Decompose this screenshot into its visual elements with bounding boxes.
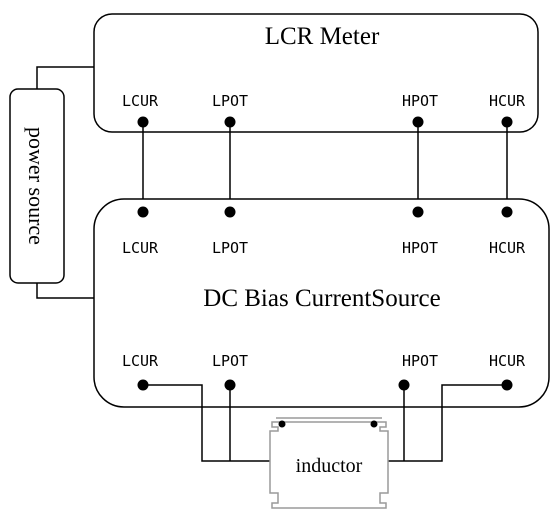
- bias-top-terminal-lcur: LCUR: [122, 239, 159, 257]
- dc-bias-box: [93, 198, 550, 408]
- power-wire-top: [36, 66, 94, 89]
- bias-top-dot-hcur: [501, 206, 513, 218]
- bias-top-terminal-lpot: LPOT: [212, 239, 248, 257]
- bias-bottom-terminal-lcur: LCUR: [122, 352, 159, 370]
- bias-top-terminal-hpot: HPOT: [402, 239, 438, 257]
- dc-bias-title: DC Bias CurrentSource: [203, 285, 440, 312]
- lcr-terminal-lcur: LCUR: [122, 92, 159, 110]
- wire-bottom-lcur: [143, 384, 270, 462]
- bias-top-dot-lpot: [224, 206, 236, 218]
- bias-top-terminal-hcur: HCUR: [489, 239, 526, 257]
- wire-bottom-hcur: [385, 384, 507, 462]
- inductor-component: [269, 417, 389, 509]
- bias-top-dot-lcur: [137, 206, 149, 218]
- power-source-label: power source: [24, 127, 49, 245]
- lcr-terminal-lpot: LPOT: [212, 92, 248, 110]
- bias-bottom-terminal-hcur: HCUR: [489, 352, 526, 370]
- lcr-terminal-hcur: HCUR: [489, 92, 526, 110]
- bias-bottom-terminal-hpot: HPOT: [402, 352, 438, 370]
- lcr-meter-title: LCR Meter: [265, 23, 380, 50]
- bias-bottom-terminal-lpot: LPOT: [212, 352, 248, 370]
- inductor-label: inductor: [296, 455, 363, 477]
- lcr-terminal-hpot: HPOT: [402, 92, 438, 110]
- bias-top-dot-hpot: [412, 206, 424, 218]
- power-wire-bottom: [36, 283, 94, 299]
- lcr-meter-box: [93, 13, 539, 133]
